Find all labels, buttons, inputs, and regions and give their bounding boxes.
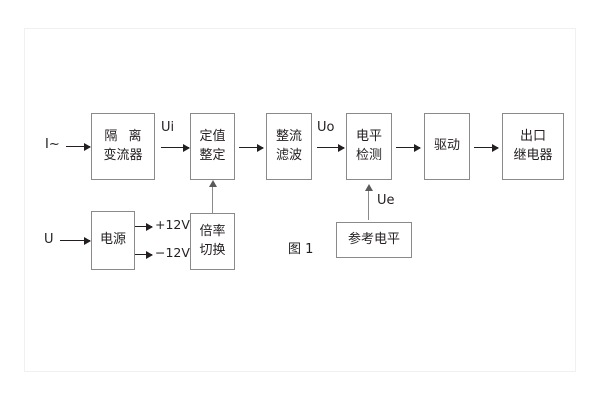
block-isolation-line2: 变流器 [103, 147, 143, 163]
block-power-supply-line1: 电源 [99, 232, 126, 248]
arrow-rail-negative [135, 250, 153, 259]
block-reference-level-line1: 参考电平 [347, 231, 400, 247]
block-rectifier-filter: 整流 滤波 [266, 113, 312, 180]
block-level-detect-line1: 电平 [355, 129, 382, 145]
block-power-supply: 电源 [91, 211, 135, 270]
signal-label-rail-positive: +12V [155, 217, 190, 232]
block-level-detection: 电平 检测 [346, 113, 392, 180]
block-rectifier-line1: 整流 [275, 129, 302, 145]
signal-label-voltage-input: U [44, 232, 54, 247]
signal-label-ue: Ue [377, 193, 395, 208]
block-level-detect-line2: 检测 [355, 147, 382, 163]
signal-label-uo: Uo [317, 120, 335, 135]
block-multiplier-line1: 倍率 [199, 224, 226, 240]
block-setpoint-setting: 定值 整定 [190, 113, 235, 180]
block-multiplier-switching: 倍率 切换 [190, 213, 235, 270]
block-output-relay-line1: 出口 [519, 129, 546, 145]
signal-label-rail-negative: −12V [155, 245, 190, 260]
arrow-voltage-input-to-power-supply [60, 236, 91, 245]
block-isolation-transformer: 隔 离 变流器 [91, 113, 155, 180]
arrow-current-input-to-isolation [66, 142, 91, 151]
block-driver: 驱动 [424, 113, 470, 180]
signal-label-ui: Ui [161, 120, 175, 135]
arrow-multiplier-to-setpoint [208, 180, 217, 213]
arrow-reference-level-to-level-detect [364, 184, 373, 220]
block-multiplier-line2: 切换 [199, 242, 226, 258]
block-rectifier-line2: 滤波 [275, 147, 302, 163]
block-driver-line1: 驱动 [433, 138, 460, 154]
figure-caption: 图 1 [288, 242, 314, 257]
arrow-setpoint-to-rectifier [239, 143, 264, 152]
block-isolation-line1: 隔 离 [104, 129, 146, 145]
diagram-frame [24, 28, 576, 372]
block-output-relay: 出口 继电器 [502, 113, 564, 180]
block-setpoint-line1: 定值 [199, 129, 226, 145]
arrow-driver-to-output-relay [474, 143, 499, 152]
arrow-level-detect-to-driver [396, 143, 421, 152]
arrow-rail-positive [135, 222, 153, 231]
arrow-rectifier-to-level-detect [317, 143, 345, 152]
signal-label-current-input: I~ [45, 137, 60, 152]
block-reference-level: 参考电平 [336, 222, 412, 258]
block-output-relay-line2: 继电器 [513, 147, 553, 163]
arrow-isolation-to-setpoint [161, 143, 190, 152]
block-setpoint-line2: 整定 [199, 147, 226, 163]
